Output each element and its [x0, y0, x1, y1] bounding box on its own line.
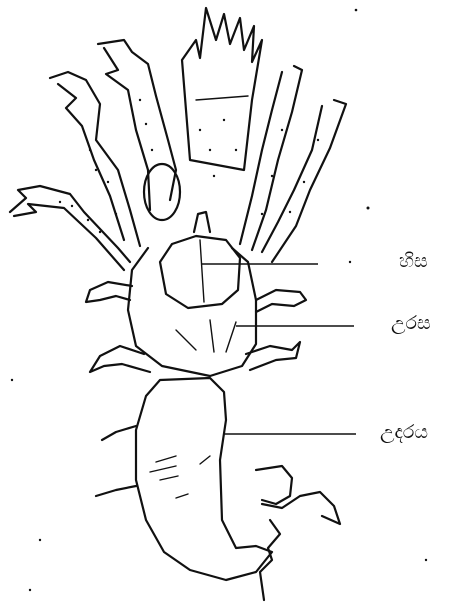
abdomen: [96, 378, 340, 600]
central-claw: [182, 8, 262, 170]
right-inner-leg: [240, 66, 302, 250]
head-label: හිස: [399, 252, 428, 271]
thorax: [128, 248, 256, 376]
abdomen-label: උදරය: [380, 423, 428, 442]
left-outer-leg: [10, 186, 130, 270]
left-long-leg: [50, 72, 140, 246]
left-inner-leg: [98, 40, 180, 220]
head: [160, 212, 240, 308]
walking-legs: [86, 282, 306, 372]
thorax-label: උරස: [391, 314, 431, 333]
